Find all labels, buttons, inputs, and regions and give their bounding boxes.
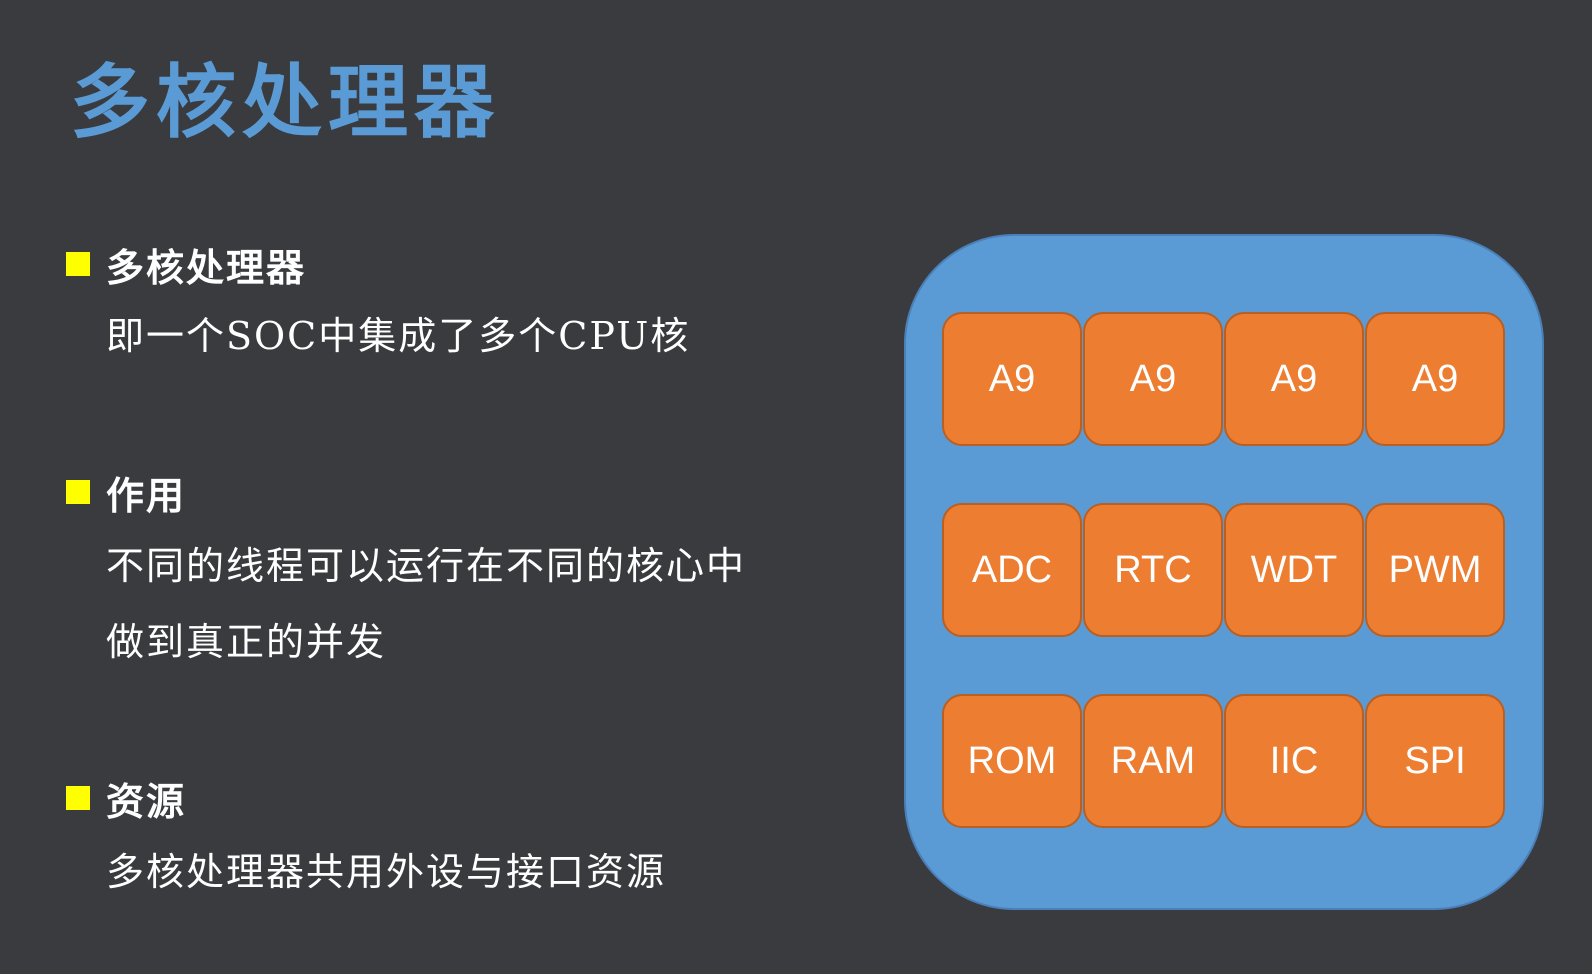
soc-chip-diagram: A9 A9 A9 A9 ADC RTC WDT PWM ROM RAM IIC … — [904, 234, 1544, 910]
bullet-heading: 资源 — [106, 778, 187, 824]
core-block-a9-3: A9 — [1224, 312, 1364, 446]
bullet-head: 多核处理器 — [66, 240, 690, 290]
peripheral-block-pwm: PWM — [1365, 503, 1505, 637]
peripheral-block-wdt: WDT — [1224, 503, 1364, 637]
bullet-heading: 多核处理器 — [106, 244, 307, 290]
memory-block-rom: ROM — [942, 694, 1082, 828]
square-bullet-icon — [66, 786, 90, 810]
bullet-text: 多核处理器共用外设与接口资源 — [106, 850, 667, 894]
bullet-head: 资源 — [66, 774, 666, 824]
bullet-section-resources: 资源 多核处理器共用外设与接口资源 — [66, 774, 666, 910]
bullet-head: 作用 — [66, 468, 746, 518]
interface-block-spi: SPI — [1365, 694, 1505, 828]
peripheral-block-rtc: RTC — [1083, 503, 1223, 637]
bullet-text: 不同的线程可以运行在不同的核心中 — [106, 544, 747, 588]
core-block-a9-4: A9 — [1365, 312, 1505, 446]
bullet-section-definition: 多核处理器 即一个SOC中集成了多个CPU核 — [66, 240, 690, 374]
square-bullet-icon — [66, 252, 90, 276]
peripheral-block-adc: ADC — [942, 503, 1082, 637]
square-bullet-icon — [66, 480, 90, 504]
bullet-heading: 作用 — [106, 472, 187, 518]
core-block-a9-1: A9 — [942, 312, 1082, 446]
memory-block-ram: RAM — [1083, 694, 1223, 828]
bullet-text: 即一个SOC中集成了多个CPU核 — [106, 314, 691, 358]
slide-title: 多核处理器 — [70, 55, 500, 149]
bullet-text: 做到真正的并发 — [106, 620, 387, 664]
interface-block-iic: IIC — [1224, 694, 1364, 828]
core-block-a9-2: A9 — [1083, 312, 1223, 446]
bullet-section-purpose: 作用 不同的线程可以运行在不同的核心中 做到真正的并发 — [66, 468, 746, 680]
